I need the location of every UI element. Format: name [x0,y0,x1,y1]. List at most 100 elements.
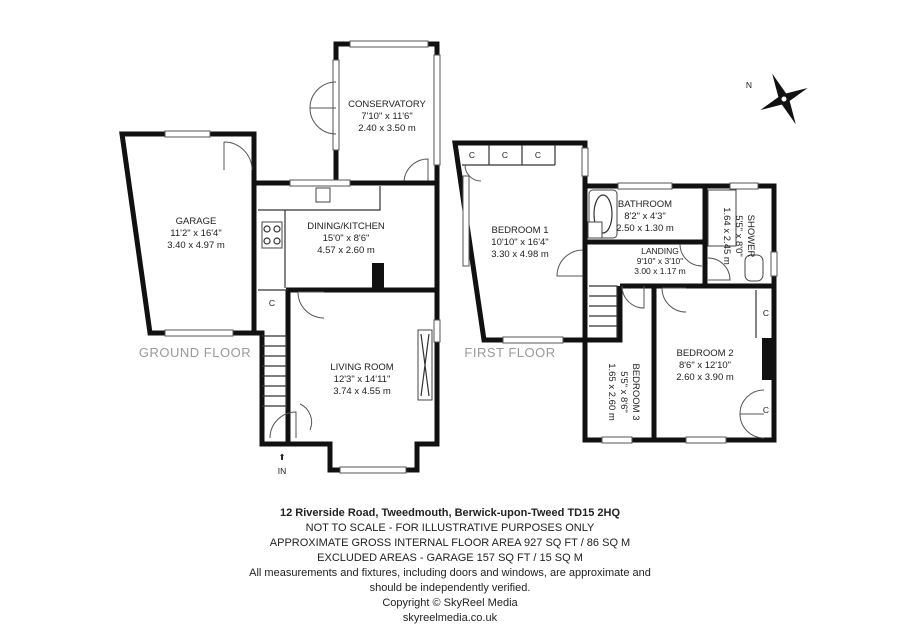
first-floor-walls [582,183,777,443]
kitchen-window [289,179,351,187]
room-conservatory: CONSERVATORY 7'10" x 11'6" 2.40 x 3.50 m [348,99,426,134]
conservatory-window-left [332,59,340,151]
first-floor-plan: C C C C C [452,140,778,444]
shower-window [729,182,759,190]
svg-text:2.50 x 1.30 m: 2.50 x 1.30 m [616,223,674,234]
svg-text:11'2" x 16'4": 11'2" x 16'4" [170,228,221,239]
svg-text:SHOWER: SHOWER [745,215,756,258]
svg-text:3.74 x 4.55 m: 3.74 x 4.55 m [333,386,391,397]
svg-text:15'0" x 8'6": 15'0" x 8'6" [323,233,370,244]
kitchen-sink [315,187,331,203]
svg-text:LIVING ROOM: LIVING ROOM [330,362,393,373]
first-floor-label: FIRST FLOOR [464,345,555,360]
first-staircase [589,285,618,338]
svg-text:7'10" x 11'6": 7'10" x 11'6" [361,111,412,122]
room-dining-kitchen: DINING/KITCHEN 15'0" x 8'6" 4.57 x 2.60 … [307,221,385,256]
hall-door [299,403,313,431]
chimney-block [372,263,384,290]
bathroom-door [679,243,703,267]
website: skyreelmedia.co.uk [402,612,498,624]
ground-staircase [262,335,287,410]
property-address: 12 Riverside Road, Tweedmouth, Berwick-u… [279,507,621,519]
svg-text:BEDROOM 1: BEDROOM 1 [491,225,548,236]
bedroom3-top-wall [585,286,623,343]
compass-icon [760,73,808,125]
svg-text:9'10" x 3'10": 9'10" x 3'10" [637,256,684,266]
svg-text:3.30 x 4.98 m: 3.30 x 4.98 m [491,249,549,260]
ground-floor-label: GROUND FLOOR [139,345,251,360]
bedroom1-window-right [581,147,589,177]
room-shower: SHOWER 5'5" x 8'0" 1.64 x 2.45 m [721,207,756,265]
svg-text:BEDROOM 3: BEDROOM 3 [630,363,641,420]
shower-door [707,257,731,281]
garage-door-opening [164,329,234,337]
living-side-window [433,319,441,343]
house-ground-walls [251,180,440,473]
room-bedroom2: BEDROOM 2 8'6" x 12'10" 2.60 x 3.90 m [676,348,734,383]
svg-text:LANDING: LANDING [641,246,679,256]
svg-text:CONSERVATORY: CONSERVATORY [348,99,426,110]
ground-floor-plan: C IN ⬆ [119,40,441,476]
floor-plan-footer: 12 Riverside Road, Tweedmouth, Berwick-u… [0,506,900,626]
verification-note: should be independently verified. [369,582,531,594]
bedroom2-chimney [762,338,772,380]
compass-north-label: N [746,80,752,90]
conservatory-french-doors [309,81,337,135]
conservatory-window-top [349,40,429,48]
bathroom-window [617,182,673,190]
svg-text:12'3" x 14'11": 12'3" x 14'11" [334,374,391,385]
bedroom1-door [556,249,584,277]
svg-text:5'5" x 8'6": 5'5" x 8'6" [618,371,629,413]
bedroom1-robe-door [464,164,482,182]
scale-disclaimer: NOT TO SCALE - FOR ILLUSTRATIVE PURPOSES… [305,522,595,534]
svg-text:4.57 x 2.60 m: 4.57 x 2.60 m [317,245,375,256]
svg-text:8'6" x 12'10": 8'6" x 12'10" [679,360,731,371]
svg-text:1.65 x 2.60 m: 1.65 x 2.60 m [606,363,617,421]
shower-window-right [770,251,778,277]
svg-text:BEDROOM 2: BEDROOM 2 [676,348,733,359]
excluded-areas: EXCLUDED AREAS - GARAGE 157 SQ FT / 15 S… [317,552,583,564]
bedroom3-window [601,436,633,444]
bedroom1-cupboard-1: C [469,150,475,160]
entrance-label: IN [278,466,287,476]
garage-side-door [223,141,253,171]
bedroom2-cupboard-2: C [763,405,769,415]
bedroom1-cupboard-2: C [502,150,508,160]
svg-text:8'2" x 4'3": 8'2" x 4'3" [624,211,666,222]
room-garage: GARAGE 11'2" x 16'4" 3.40 x 4.97 m [167,216,225,251]
bedroom1-wardrobe [462,145,556,166]
bedroom3-door [621,285,645,309]
basin [587,221,603,239]
copyright: Copyright © SkyReel Media [382,597,518,609]
floor-area: APPROXIMATE GROSS INTERNAL FLOOR AREA 92… [269,537,631,549]
shower-tray [707,189,737,247]
bedroom1-window-bottom [502,336,564,344]
room-landing: LANDING 9'10" x 3'10" 3.00 x 1.17 m [634,246,686,276]
svg-text:2.40 x 3.50 m: 2.40 x 3.50 m [358,123,416,134]
bedroom1-cupboard-3: C [535,150,541,160]
measurement-disclaimer: All measurements and fixtures, including… [249,567,651,579]
entrance-arrow: ⬆ [278,452,285,462]
svg-text:BATHROOM: BATHROOM [618,199,672,210]
svg-text:DINING/KITCHEN: DINING/KITCHEN [307,221,385,232]
bedroom2-door [661,287,687,313]
front-door [269,411,297,439]
room-bathroom: BATHROOM 8'2" x 4'3" 2.50 x 1.30 m [616,199,674,234]
svg-text:3.00 x 1.17 m: 3.00 x 1.17 m [634,266,686,276]
bedroom2-window [685,436,727,444]
bedroom2-cupboard-1: C [763,308,769,318]
svg-text:2.60 x 3.90 m: 2.60 x 3.90 m [676,372,734,383]
kitchen-hob [261,221,283,249]
conservatory-window-right [433,54,441,166]
bedroom1-window-side [462,175,470,267]
room-bedroom3: BEDROOM 3 5'5" x 8'6" 1.65 x 2.60 m [606,363,641,421]
room-bedroom1: BEDROOM 1 10'10" x 16'4" 3.30 x 4.98 m [491,225,549,260]
garage-window [164,130,211,138]
svg-text:3.40 x 4.97 m: 3.40 x 4.97 m [167,240,225,251]
svg-text:10'10" x 16'4": 10'10" x 16'4" [491,237,548,248]
svg-text:GARAGE: GARAGE [176,216,217,227]
kitchen-worktop [258,186,381,288]
svg-text:1.64 x 2.45 m: 1.64 x 2.45 m [721,207,732,265]
ground-cupboard-marker: C [269,298,275,308]
conservatory-door [403,158,429,184]
